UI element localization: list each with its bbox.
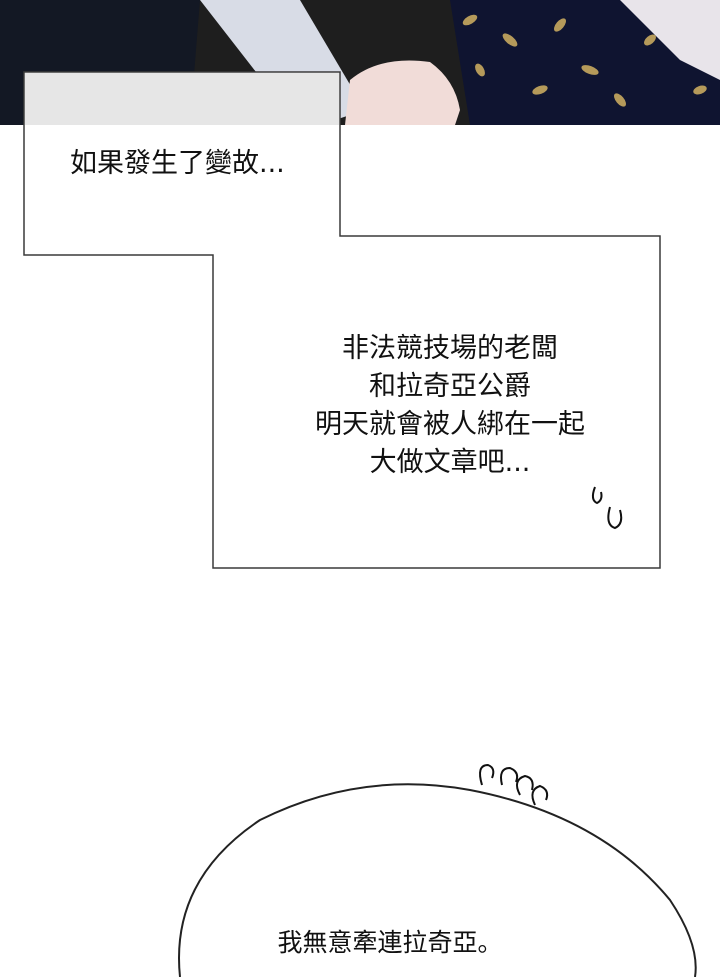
caption-text-1: 如果發生了變故...	[70, 148, 285, 179]
top-scene-illustration	[0, 0, 720, 125]
caption-line: 明天就會被人綁在一起	[315, 409, 585, 440]
sweat-marks	[591, 486, 623, 530]
caption-box	[23, 71, 661, 569]
caption-line: 非法競技場的老闆	[342, 333, 558, 364]
speech-bubble-outline	[178, 783, 697, 977]
caption-line: 大做文章吧...	[369, 447, 531, 478]
caption-text-2: 非法競技場的老闆 和拉奇亞公爵 明天就會被人綁在一起 大做文章吧...	[260, 330, 640, 482]
bubble-squiggles	[479, 763, 549, 806]
caption-line: 和拉奇亞公爵	[369, 371, 531, 402]
speech-bubble-text: 我無意牽連拉奇亞。	[277, 928, 503, 957]
